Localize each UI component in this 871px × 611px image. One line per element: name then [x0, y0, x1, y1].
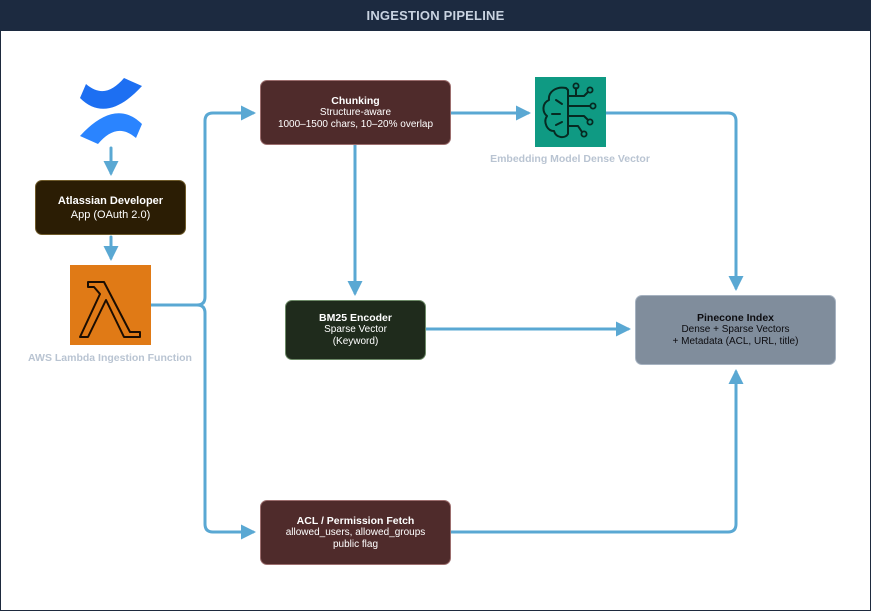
arrow-embedding-to-pinecone — [604, 111, 744, 291]
embedding-caption: Embedding Model Dense Vector — [490, 153, 650, 165]
pinecone-line2: + Metadata (ACL, URL, title) — [672, 336, 799, 347]
acl-permission-fetch-node: ACL / Permission Fetch allowed_users, al… — [260, 500, 451, 565]
lambda-caption: AWS Lambda Ingestion Function — [28, 352, 192, 364]
aws-lambda-icon — [70, 265, 151, 345]
chunking-node: Chunking Structure-aware 1000–1500 chars… — [260, 80, 451, 145]
acl-line2: public flag — [332, 538, 379, 550]
bm25-line2: (Keyword) — [332, 336, 379, 347]
acl-line1: allowed_users, allowed_groups — [285, 526, 426, 538]
chunking-line1: Structure-aware — [319, 106, 392, 118]
pinecone-line1: Dense + Sparse Vectors — [681, 324, 790, 335]
bm25-line1: Sparse Vector — [324, 324, 387, 335]
atlassian-subtitle: App (OAuth 2.0) — [70, 208, 151, 221]
pinecone-title: Pinecone Index — [696, 312, 775, 324]
atlassian-title: Atlassian Developer — [57, 194, 164, 207]
chunking-line2: 1000–1500 chars, 10–20% overlap — [277, 118, 434, 130]
pinecone-index-node: Pinecone Index Dense + Sparse Vectors + … — [635, 295, 836, 365]
confluence-logo-icon — [80, 78, 142, 144]
chunking-title: Chunking — [331, 94, 380, 107]
ai-brain-circuit-icon — [535, 77, 606, 147]
atlassian-developer-app-node: Atlassian Developer App (OAuth 2.0) — [35, 180, 186, 235]
arrow-lambda-to-acl — [149, 303, 256, 540]
diagram-title: INGESTION PIPELINE — [0, 0, 871, 31]
bm25-title: BM25 Encoder — [319, 312, 392, 324]
bm25-encoder-node: BM25 Encoder Sparse Vector (Keyword) — [285, 300, 426, 360]
arrow-acl-to-pinecone — [449, 369, 744, 534]
acl-title: ACL / Permission Fetch — [296, 514, 415, 527]
